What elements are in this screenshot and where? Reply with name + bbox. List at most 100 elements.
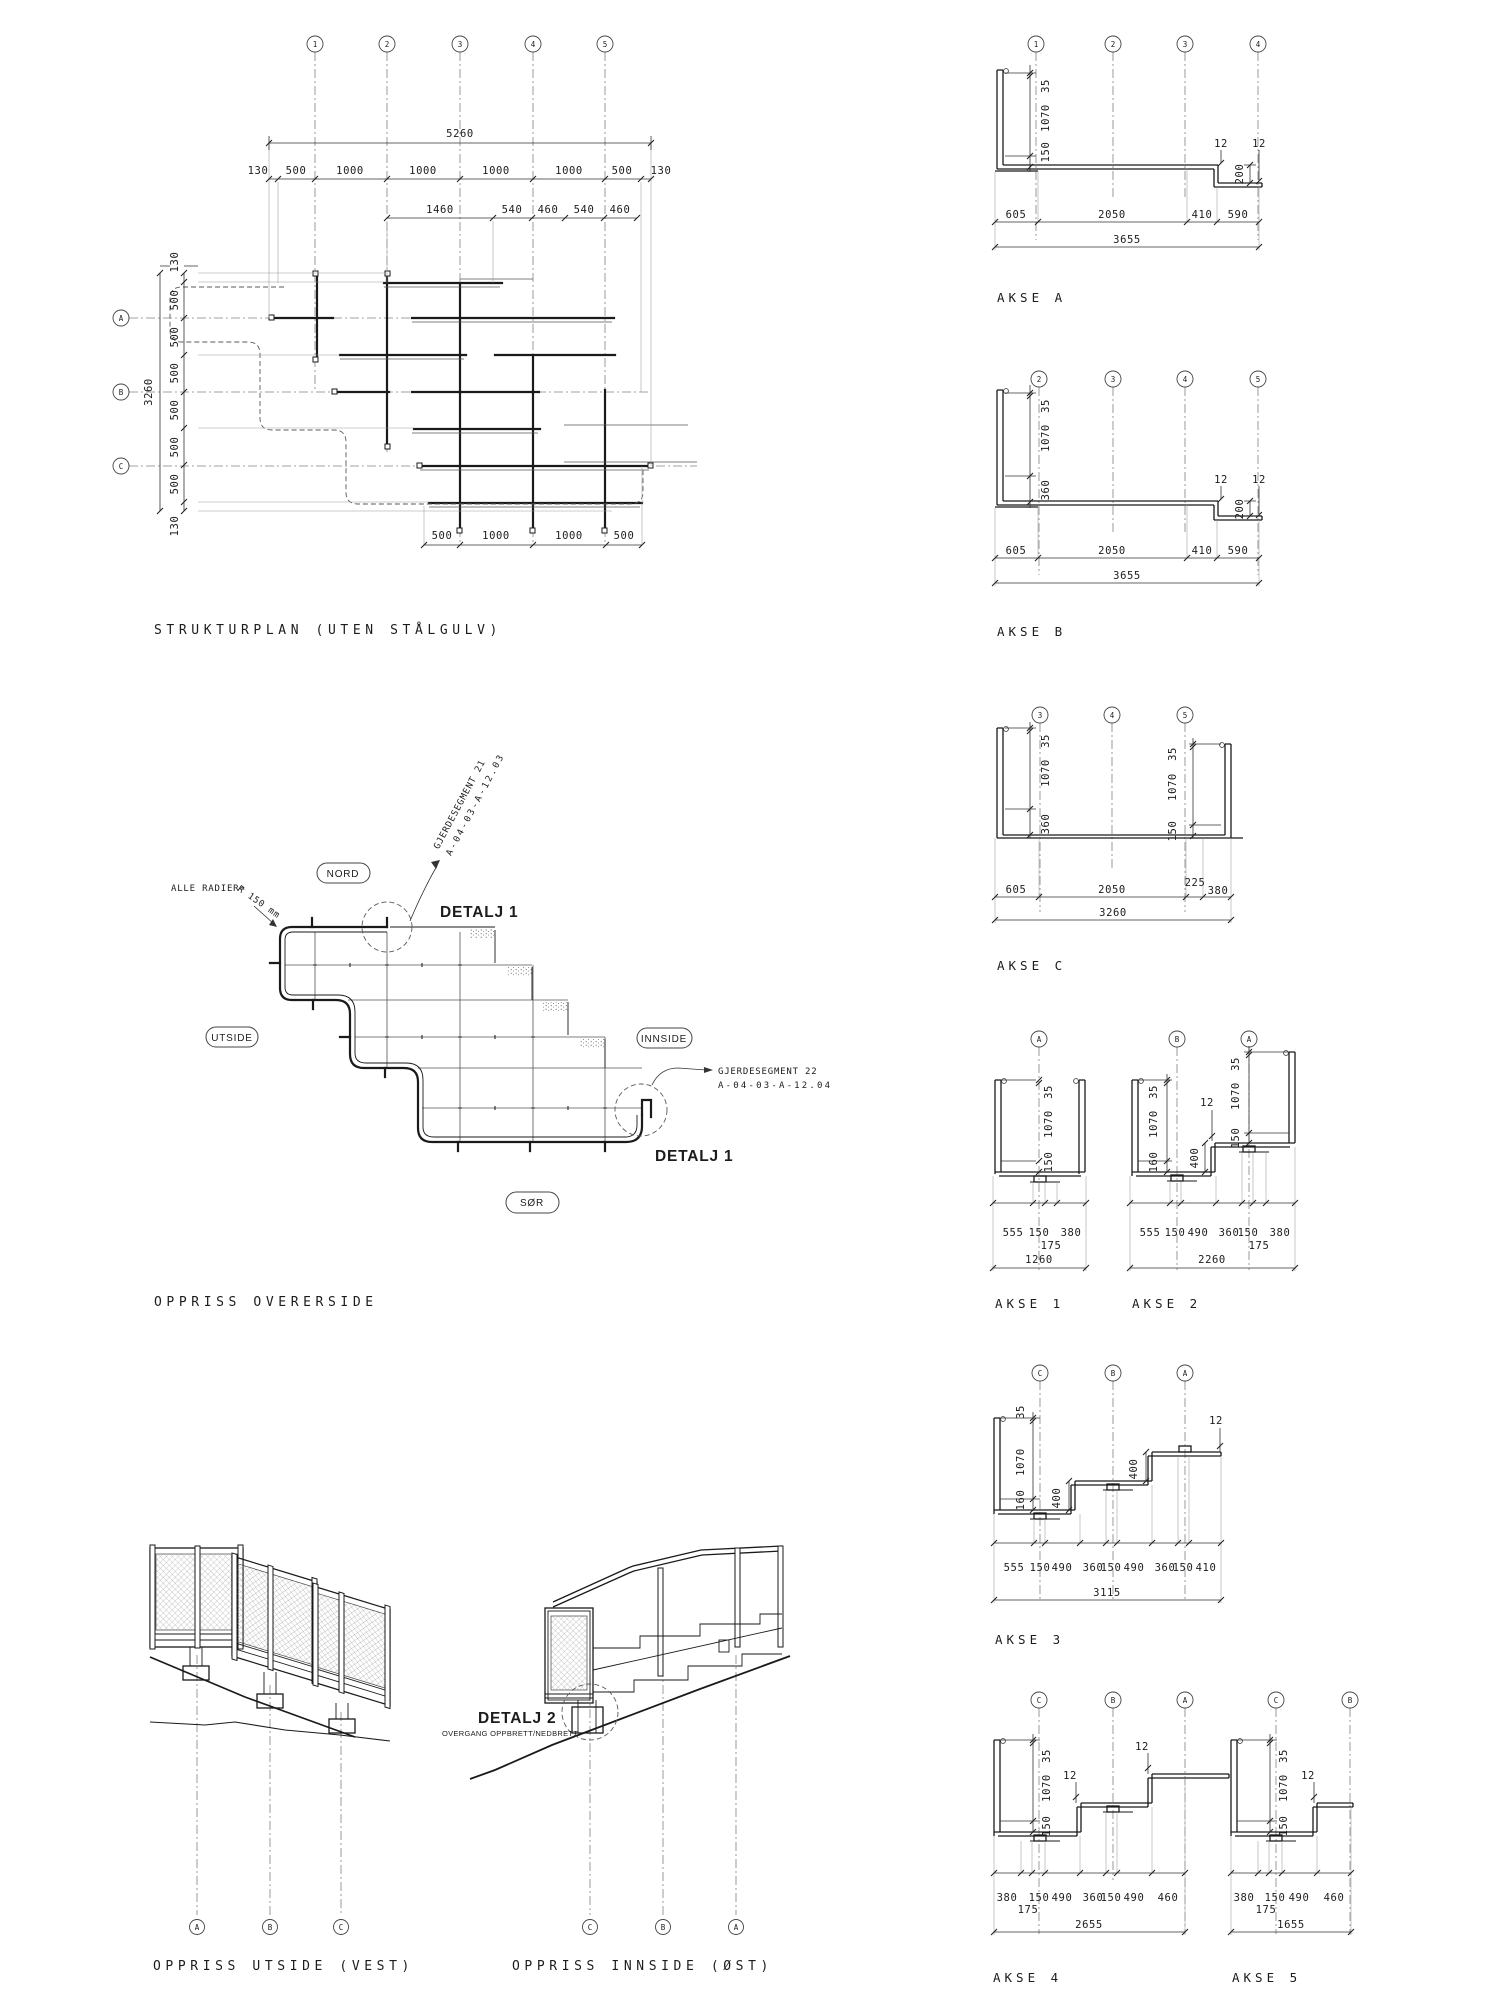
section-ext-lines (994, 504, 1260, 586)
oppriss-gravel-hatch (470, 929, 605, 1048)
dim-label: 360 (1040, 480, 1052, 501)
section-label: AKSE C (997, 958, 1066, 973)
axis-bubble-label: A (1183, 1369, 1188, 1378)
dim-label: 590 (1228, 209, 1249, 221)
axis-bubble (1030, 1030, 1048, 1048)
section-axis-bubbles: 3 4 5 (1031, 706, 1194, 724)
dim-label: 150 (1030, 1562, 1051, 1574)
section-profile (1230, 1739, 1354, 1837)
fence-panel (149, 1544, 244, 1650)
dim-label: 500 (432, 530, 453, 542)
note-text: A-04-03-A-12.04 (718, 1081, 832, 1091)
plan-wall-lines (270, 273, 653, 533)
dim-label: 1000 (482, 530, 510, 542)
detalj2-sublabel: OVERGANG OPPBRETT/NEDBRETT (442, 1729, 578, 1738)
dim-label: 200 (1234, 499, 1246, 520)
dim-label: 1460 (426, 204, 454, 216)
dim-label: 150 (1165, 1227, 1186, 1239)
oppriss-step-lines (390, 926, 606, 1068)
mesh-infill (550, 1615, 588, 1691)
dim-label: 2050 (1098, 209, 1126, 221)
section-chain-lines (993, 1202, 1086, 1269)
section-label: AKSE 4 (993, 1970, 1062, 1985)
post-knob (1073, 1078, 1079, 1084)
fence-footing (571, 1700, 604, 1734)
dim-label: 1070 (1040, 759, 1052, 787)
dim-label: 225 (1185, 877, 1206, 889)
section-axis-bubbles: C B A (1031, 1364, 1194, 1382)
axis-bubble-label: C (1037, 1696, 1042, 1705)
detail-circle-2 (561, 1683, 619, 1741)
section-ext-lines (993, 1456, 1222, 1603)
axis-bubble-label: 1 (313, 40, 318, 49)
oppriss-overside-view: GJERDESEGMENT 21 A-04-03-A-12.03 ALLE RA… (154, 752, 832, 1310)
dim-label: 130 (169, 516, 181, 537)
nord-label: NORD (327, 869, 360, 880)
dim-label: 1000 (336, 165, 364, 177)
dim-label: 490 (1124, 1892, 1145, 1904)
axis-bubble-label: 2 (1037, 375, 1042, 384)
dim-label: 12 (1209, 1415, 1223, 1427)
dim-label: 130 (248, 165, 269, 177)
dim-label: 380 (1270, 1227, 1291, 1239)
axis-bubble-label: 4 (531, 40, 536, 49)
detail-circle-1a (361, 901, 413, 953)
section-profile (1131, 1051, 1296, 1177)
axis-bubble-label: B (661, 1923, 666, 1932)
foot-plate (1178, 1445, 1192, 1453)
terrain-slope-line (469, 1655, 791, 1780)
axis-bubble-label: A (1037, 1035, 1042, 1044)
plan-grid-axis-lines (129, 52, 697, 545)
section-dim-lines (1000, 1734, 1149, 1832)
fence-top-rail (552, 1545, 783, 1608)
dim-label: 380 (997, 1892, 1018, 1904)
dim-label: 460 (1324, 1892, 1345, 1904)
dim-label: 150 (1173, 1562, 1194, 1574)
dim-label: 490 (1289, 1892, 1310, 1904)
dim-label: 1070 (1148, 1110, 1160, 1138)
fence-post (267, 1564, 274, 1672)
section-profile (994, 1079, 1086, 1177)
seg21-note: GJERDESEGMENT 21 A-04-03-A-12.03 (432, 752, 507, 858)
dim-label: 540 (502, 204, 523, 216)
dim-label: 35 (1278, 1749, 1290, 1763)
dim-label: 500 (612, 165, 633, 177)
dim-label: 360 (1219, 1227, 1240, 1239)
dim-label: 2655 (1075, 1919, 1103, 1931)
section-chain-lines (1231, 1872, 1351, 1933)
section-dim-ticks (1026, 389, 1263, 520)
axis-bubble-label: 3 (1111, 375, 1116, 384)
section-dim-ticks (1266, 1736, 1318, 1836)
axis-bubble-label: 3 (1038, 711, 1043, 720)
foot-plate (1033, 1175, 1047, 1183)
section-dim-lines (1001, 1079, 1036, 1162)
fence-post (149, 1544, 156, 1650)
dim-label: 1070 (1040, 104, 1052, 132)
dim-label: 3260 (1099, 907, 1127, 919)
section-chain-ticks (1126, 1199, 1299, 1272)
axis-bubble-label: 5 (1183, 711, 1188, 720)
dim-label: 150 (1101, 1562, 1122, 1574)
dim-label: 360 (1155, 1562, 1176, 1574)
dim-label: 150 (1278, 1816, 1290, 1837)
dim-label: 605 (1006, 545, 1027, 557)
section-dim-lines (1005, 722, 1221, 838)
dim-label: 12 (1214, 138, 1228, 150)
axis-bubble-label: C (339, 1923, 344, 1932)
section-dim-lines (1000, 1412, 1221, 1510)
section-chain-lines (995, 221, 1259, 248)
detalj2-label: DETALJ 2 (478, 1710, 556, 1727)
arrowhead (704, 1067, 713, 1073)
dim-label: 500 (169, 474, 181, 495)
axis-bubble-label: A (1183, 1696, 1188, 1705)
section-dim-ticks (1163, 1048, 1253, 1176)
fence-post (231, 1552, 238, 1662)
dim-label: 410 (1192, 209, 1213, 221)
axis-bubble-label: B (1111, 1696, 1116, 1705)
dim-label: 130 (651, 165, 672, 177)
section-chain-ticks (991, 218, 1263, 251)
section-axis-bubbles: B A (1168, 1030, 1258, 1048)
dim-label: 500 (169, 363, 181, 384)
section-label: AKSE A (997, 290, 1066, 305)
dim-label: 380 (1208, 885, 1229, 897)
